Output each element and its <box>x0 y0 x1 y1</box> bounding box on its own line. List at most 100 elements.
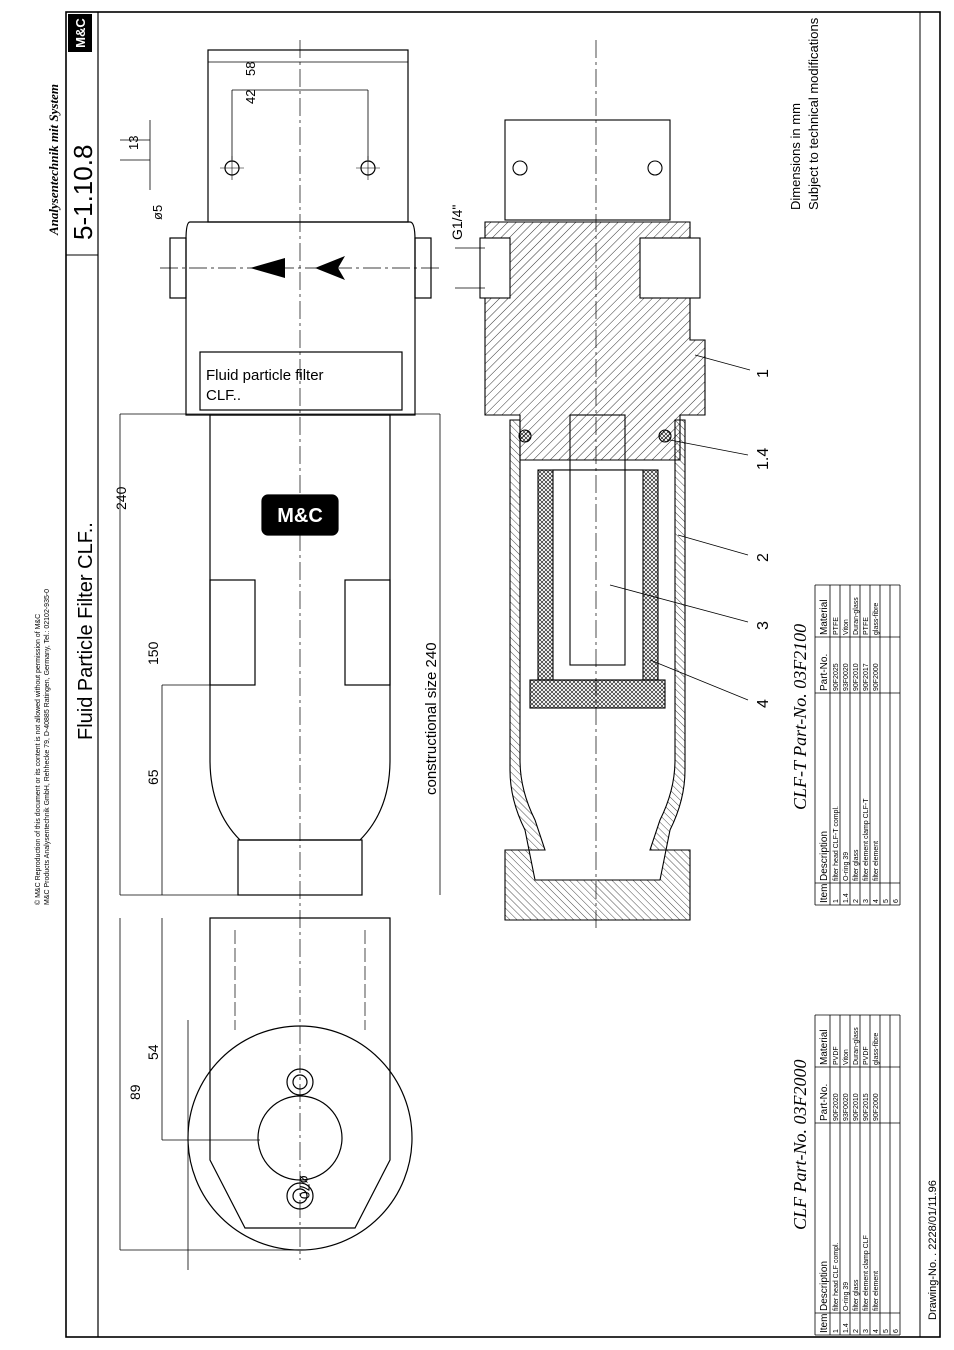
clf-cell: filter element <box>873 1271 880 1311</box>
clft-cell: Duran-glass <box>853 597 860 635</box>
o-ring-right <box>658 429 672 443</box>
section-dimension <box>455 247 485 289</box>
brand-tagline: Analysentechnik mit System <box>46 84 61 236</box>
drawing-number: Drawing-No. . 2228/01/11.96 <box>927 1180 939 1320</box>
clf-cell: 93F0020 <box>843 1093 850 1121</box>
clft-table: Item Description Part-No. Material 1 filter h… <box>814 584 901 906</box>
clf-header-cell: Material <box>819 1029 830 1065</box>
bowl-window-right <box>344 579 391 686</box>
clf-table-title: CLF Part-No. 03F2000 <box>790 1059 810 1230</box>
clft-header-cell: Description <box>819 831 830 881</box>
callout-3: 3 <box>755 621 772 630</box>
clf-header-cell: Item <box>819 1314 830 1333</box>
dim-g14: G1/4" <box>449 205 465 240</box>
clft-cell: filter element <box>873 841 880 881</box>
clft-cell: O-ring 39 <box>843 852 850 881</box>
label-box-line-2: CLF.. <box>206 387 241 404</box>
o-ring-left <box>518 429 532 443</box>
section-bracket <box>504 119 671 221</box>
clft-cell: 6 <box>893 899 900 903</box>
clft-cell: 90F2017 <box>863 663 870 691</box>
sheet-border <box>65 11 941 1338</box>
clf-cell: 3 <box>863 1329 870 1333</box>
dim-13: 13 <box>126 136 141 150</box>
clft-cell: filter glass <box>853 849 860 881</box>
clft-cell: 4 <box>873 899 880 903</box>
clf-cell: 90F2020 <box>833 1093 840 1121</box>
dim-150: 150 <box>145 641 161 665</box>
flow-arrow-icon-2 <box>315 256 345 280</box>
sheet-number: 5-1.10.8 <box>68 145 98 240</box>
clf-cell: O-ring 39 <box>843 1282 850 1311</box>
dim-65: 65 <box>145 769 161 785</box>
clf-cell: PVDF <box>863 1046 870 1065</box>
flow-direction-arrows <box>250 256 345 280</box>
clft-header-cell: Part-No. <box>819 654 830 691</box>
filter-bottom-view <box>119 910 413 1270</box>
dimension-labels: 58 42 13 ø5 240 150 65 constructional si… <box>113 62 440 795</box>
clft-cell: 1 <box>833 899 840 903</box>
clft-cell: 90F2010 <box>853 663 860 691</box>
clf-cell: 90F2010 <box>853 1093 860 1121</box>
clf-cell: 1.4 <box>843 1323 850 1333</box>
clft-cell: PTFE <box>863 617 870 635</box>
callout-2: 2 <box>755 553 772 562</box>
mounting-bracket <box>207 49 409 223</box>
clf-cell: 6 <box>893 1329 900 1333</box>
flow-arrow-icon <box>250 258 285 278</box>
clft-cell: filter element clamp CLF-T <box>863 798 870 881</box>
callout-leaders <box>609 354 751 701</box>
body-logo-text: M&C <box>277 505 323 527</box>
clf-cell: filter glass <box>853 1279 860 1311</box>
clf-cell: 2 <box>853 1329 860 1333</box>
dim-58: 58 <box>243 62 258 76</box>
title-strip: Analysentechnik mit System M&C 5-1.10.8 … <box>34 14 98 905</box>
header-logo-text: M&C <box>73 18 88 48</box>
bottom-bracket <box>209 917 391 1229</box>
label-box-line-1: Fluid particle filter <box>206 367 324 384</box>
note-modifications: Subject to technical modifications <box>806 17 821 210</box>
clft-cell: Viton <box>843 619 850 635</box>
clf-cell: filter element clamp CLF <box>863 1235 870 1311</box>
dim-42: 42 <box>243 90 258 104</box>
clft-cell: 1.4 <box>843 893 850 903</box>
callout-1: 1 <box>755 369 772 378</box>
element-clamp <box>569 414 626 666</box>
label-box <box>199 351 403 411</box>
clft-cell: 5 <box>883 899 890 903</box>
clft-cell: PTFE <box>833 617 840 635</box>
filter-section-view <box>479 40 706 930</box>
note-dimensions: Dimensions in mm <box>788 103 803 210</box>
bowl-window-left <box>209 579 256 686</box>
clf-cell: 4 <box>873 1329 880 1333</box>
clf-header-cell: Part-No. <box>819 1084 830 1121</box>
callout-1-4: 1.4 <box>755 448 772 470</box>
clft-cell: filter head CLF-T compl. <box>833 806 840 881</box>
callout-labels: 1 1.4 2 3 4 <box>755 369 772 708</box>
clf-cell: PVDF <box>833 1046 840 1065</box>
filter-external-view <box>160 40 440 910</box>
clf-cell: 90F2000 <box>873 1093 880 1121</box>
clf-cell: 90F2015 <box>863 1093 870 1121</box>
clf-cell: 1 <box>833 1329 840 1333</box>
dim-54: 54 <box>145 1044 161 1060</box>
page-title: Fluid Particle Filter CLF.. <box>75 522 97 740</box>
clft-table-title: CLF-T Part-No. 03F2100 <box>790 624 810 810</box>
clft-cell: 2 <box>853 899 860 903</box>
clf-cell: filter head CLF compl. <box>833 1242 840 1311</box>
clf-header-cell: Description <box>819 1261 830 1311</box>
dim-70: ø70 <box>297 1175 313 1199</box>
clft-cell: 90F2025 <box>833 663 840 691</box>
clft-header-cell: Item <box>819 884 830 903</box>
copyright-line-2: M&C Products Analysentechnik GmbH, Rehhe… <box>44 589 51 905</box>
dim-89: 89 <box>127 1084 143 1100</box>
clft-header-cell: Material <box>819 599 830 635</box>
clft-cell: 90F2000 <box>873 663 880 691</box>
callout-4: 4 <box>755 699 772 708</box>
constructional-size: constructional size 240 <box>423 642 440 795</box>
dim-5: ø5 <box>150 205 165 220</box>
clft-cell: 3 <box>863 899 870 903</box>
clf-table: Item Description Part-No. Material 1 filter h… <box>814 1014 901 1336</box>
